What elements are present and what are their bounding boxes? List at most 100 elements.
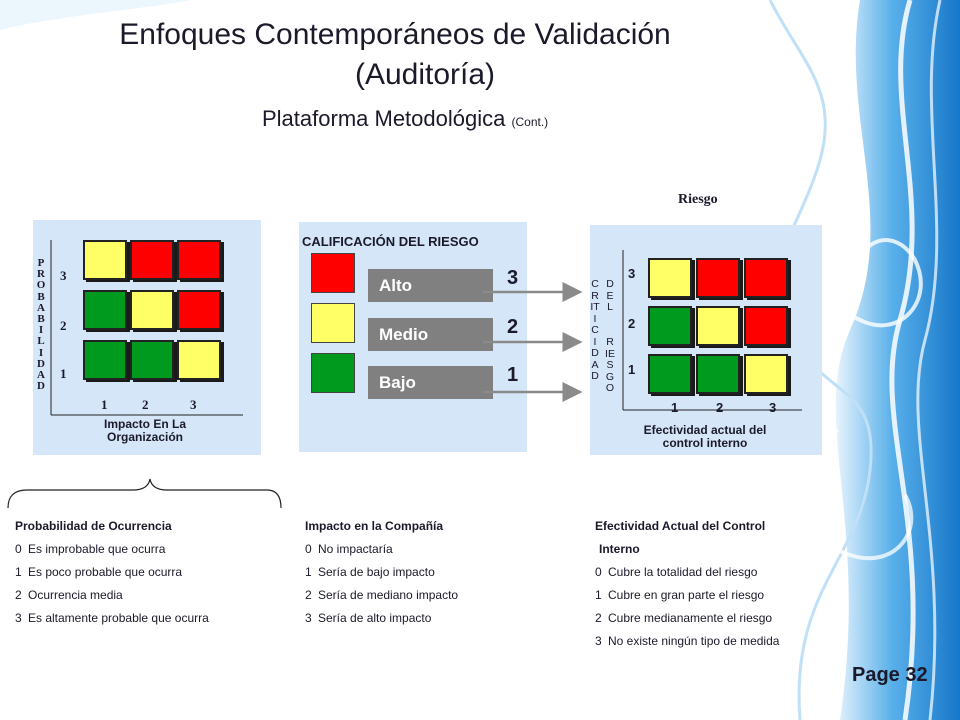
right-cell-r1-c1 — [648, 258, 692, 298]
level-label-medium: Medio — [368, 318, 493, 351]
left-x-caption-line1: Impacto En La — [103, 417, 186, 431]
subtitle-text: Plataforma Metodológica — [262, 106, 506, 131]
swatch-low — [311, 353, 355, 393]
legend-impact-item-text: Sería de alto impacto — [318, 611, 432, 625]
right-x-caption-line1: Efectividad actual del — [643, 423, 767, 437]
legend-impact-heading: Impacto en la Compañía — [305, 519, 444, 533]
legend-probability-item-0: 0 Es improbable que ocurra — [15, 542, 165, 556]
legend-probability-item-text: Es altamente probable que ocurra — [28, 611, 209, 625]
legend-probability-heading: Probabilidad de Ocurrencia — [15, 519, 172, 533]
level-label-low: Bajo — [368, 366, 493, 399]
left-x-axis-caption: Impacto En La Organización — [80, 418, 210, 444]
left-cell-r2-c1 — [83, 290, 127, 330]
legend-brace — [7, 478, 282, 509]
left-cell-r1-c3 — [177, 240, 221, 280]
right-matrix-axes — [622, 250, 802, 411]
swatch-medium — [311, 303, 355, 343]
legend-impact-item-number: 2 — [305, 588, 312, 602]
left-y-tick-2: 2 — [60, 318, 67, 333]
legend-impact-item-text: Sería de mediano impacto — [318, 588, 459, 602]
level-label-high: Alto — [368, 269, 493, 302]
legend-effectiveness-item-number: 0 — [595, 565, 602, 579]
right-y-axis-label-left: CRITICIDAD — [590, 278, 600, 382]
slide-title-line1: Enfoques Contemporáneos de Validación — [119, 18, 671, 51]
slide-title-line2: (Auditoría) — [354, 58, 496, 91]
risk-rating-heading: CALIFICACIÓN DEL RIESGO — [302, 234, 479, 249]
legend-probability-item-number: 3 — [15, 611, 22, 625]
right-y-tick-1: 1 — [628, 362, 636, 377]
legend-probability-item-number: 2 — [15, 588, 22, 602]
legend-probability-item-text: Es poco probable que ocurra — [28, 565, 183, 579]
legend-impact-item-text: No impactaría — [318, 542, 393, 556]
legend-effectiveness-item-text: No existe ningún tipo de medida — [608, 634, 780, 648]
subtitle-note: (Cont.) — [511, 115, 549, 129]
right-y-tick-3: 3 — [628, 266, 636, 281]
left-y-axis-label: PROBABILIDAD — [36, 257, 46, 393]
legend-effectiveness-item-0: 0 Cubre la totalidad del riesgo — [595, 565, 757, 579]
slide-subtitle: Plataforma Metodológica (Cont.) — [262, 106, 548, 132]
legend-effectiveness-heading-2: Interno — [599, 542, 640, 556]
left-y-tick-3: 3 — [60, 268, 67, 283]
legend-impact-item-number: 0 — [305, 542, 312, 556]
legend-impact-item-1: 1 Sería de bajo impacto — [305, 565, 435, 579]
legend-probability-item-1: 1 Es poco probable que ocurra — [15, 565, 182, 579]
left-cell-r3-c2 — [130, 340, 174, 380]
legend-probability-item-3: 3 Es altamente probable que ocurra — [15, 611, 209, 625]
right-y-axis-label-right-bottom: RIESGO — [605, 336, 615, 394]
left-cell-r1-c2 — [130, 240, 174, 280]
left-matrix-axes — [50, 240, 243, 416]
right-cell-r3-c1 — [648, 354, 692, 394]
legend-impact-item-text: Sería de bajo impacto — [318, 565, 435, 579]
left-cell-r2-c3 — [177, 290, 221, 330]
left-y-tick-1: 1 — [60, 366, 67, 381]
legend-effectiveness-item-text: Cubre la totalidad del riesgo — [608, 565, 758, 579]
legend-impact-item-3: 3 Sería de alto impacto — [305, 611, 431, 625]
right-cell-r1-c3 — [744, 258, 788, 298]
legend-probability-item-number: 0 — [15, 542, 22, 556]
right-cell-r2-c1 — [648, 306, 692, 346]
swatch-high — [311, 253, 355, 293]
right-cell-r3-c3 — [744, 354, 788, 394]
legend-impact-item-0: 0 No impactaría — [305, 542, 393, 556]
right-cell-r2-c2 — [696, 306, 740, 346]
right-cell-r2-c3 — [744, 306, 788, 346]
legend-probability-item-text: Es improbable que ocurra — [28, 542, 166, 556]
left-x-tick-3: 3 — [190, 397, 197, 412]
right-x-tick-1: 1 — [671, 400, 679, 415]
legend-impact-item-2: 2 Sería de mediano impacto — [305, 588, 458, 602]
right-cell-r3-c2 — [696, 354, 740, 394]
legend-impact-item-number: 1 — [305, 565, 312, 579]
left-x-tick-2: 2 — [142, 397, 149, 412]
legend-effectiveness-item-number: 3 — [595, 634, 602, 648]
legend-probability-item-text: Ocurrencia media — [28, 588, 123, 602]
legend-probability-item-2: 2 Ocurrencia media — [15, 588, 123, 602]
level-score-low: 1 — [507, 364, 519, 386]
right-cell-r1-c2 — [696, 258, 740, 298]
right-x-axis-caption: Efectividad actual del control interno — [620, 424, 790, 450]
right-y-tick-2: 2 — [628, 316, 636, 331]
legend-effectiveness-heading: Efectividad Actual del Control — [595, 519, 766, 533]
left-cell-r3-c1 — [83, 340, 127, 380]
right-y-axis-label-right-top: DEL — [606, 278, 614, 313]
left-x-caption-line2: Organización — [106, 430, 183, 444]
left-cell-r3-c3 — [177, 340, 221, 380]
right-x-tick-2: 2 — [716, 400, 724, 415]
right-x-tick-3: 3 — [769, 400, 777, 415]
legend-impact-item-number: 3 — [305, 611, 312, 625]
left-cell-r1-c1 — [83, 240, 127, 280]
legend-effectiveness-item-text: Cubre en gran parte el riesgo — [608, 588, 765, 602]
left-cell-r2-c2 — [130, 290, 174, 330]
legend-effectiveness-item-1: 1 Cubre en gran parte el riesgo — [595, 588, 764, 602]
legend-effectiveness-item-text: Cubre medianamente el riesgo — [608, 611, 773, 625]
legend-effectiveness-item-number: 1 — [595, 588, 602, 602]
level-score-high: 3 — [507, 267, 519, 289]
level-score-medium: 2 — [507, 316, 519, 338]
rating-arrows — [483, 282, 583, 402]
right-x-caption-line2: control interno — [662, 436, 748, 450]
legend-effectiveness-item-3: 3 No existe ningún tipo de medida — [595, 634, 779, 648]
legend-probability-item-number: 1 — [15, 565, 22, 579]
left-x-tick-1: 1 — [101, 397, 108, 412]
right-matrix-heading: Riesgo — [678, 192, 718, 207]
